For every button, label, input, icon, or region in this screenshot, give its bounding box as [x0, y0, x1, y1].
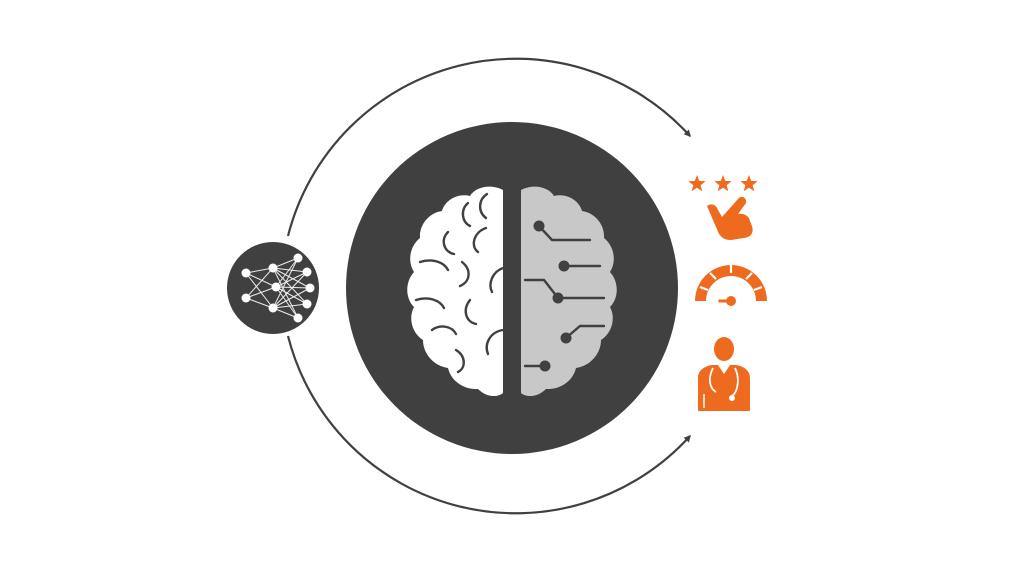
- brain-circuit-icon: [407, 186, 617, 397]
- star-icon: [714, 175, 732, 192]
- brain-left-hemisphere: [407, 186, 503, 397]
- star-icon: [688, 175, 706, 192]
- stethoscope-icon: [709, 367, 739, 397]
- brain-circuit-nodes: [533, 220, 572, 372]
- rating-stars: [688, 175, 758, 192]
- gauge-needle: [718, 296, 736, 306]
- doctor-body: [698, 365, 750, 411]
- gauge-arc: [695, 265, 767, 301]
- brain-left-folds: [414, 192, 505, 374]
- star-rating-icon: [688, 175, 758, 240]
- doctor-head: [714, 337, 734, 361]
- stethoscope-chestpiece: [729, 395, 735, 401]
- brain-circuit-traces: [523, 224, 606, 368]
- gauge-ticks: [699, 265, 763, 292]
- network-edges: [245, 257, 311, 319]
- brain-right-hemisphere: [521, 186, 617, 397]
- bottom-cycle-arrow: [286, 335, 691, 515]
- top-cycle-arrow: [286, 57, 691, 237]
- pointing-hand-icon: [707, 196, 753, 240]
- doctor-icon: [698, 337, 750, 411]
- central-circle: [346, 122, 678, 454]
- network-nodes: [241, 253, 315, 323]
- star-icon: [740, 175, 758, 192]
- speedometer-icon: [695, 265, 767, 306]
- neural-network-node: [227, 242, 319, 334]
